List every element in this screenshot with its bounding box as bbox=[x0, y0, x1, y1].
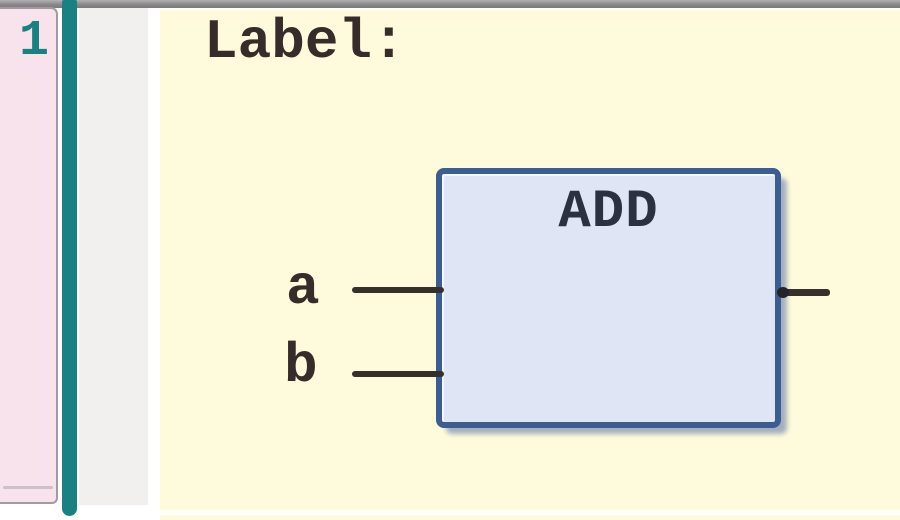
gutter-bevel-line bbox=[3, 486, 53, 489]
margin-column bbox=[79, 8, 148, 505]
gutter-divider-bar bbox=[62, 0, 77, 516]
output-pin-wire[interactable] bbox=[777, 287, 830, 298]
network-label[interactable]: Label: bbox=[204, 10, 406, 74]
top-window-border bbox=[0, 0, 900, 8]
add-function-block[interactable]: ADD bbox=[436, 168, 781, 428]
line-number-gutter: 1 bbox=[0, 7, 58, 504]
input-pin-wire-a[interactable] bbox=[352, 287, 444, 293]
input-operand-b[interactable]: b bbox=[284, 334, 318, 398]
bottom-separator bbox=[160, 510, 900, 515]
input-operand-a[interactable]: a bbox=[286, 256, 320, 320]
line-number[interactable]: 1 bbox=[18, 13, 49, 70]
fbd-network-canvas[interactable]: Label: ADD a b bbox=[160, 10, 900, 520]
input-pin-wire-b[interactable] bbox=[352, 371, 444, 377]
function-block-name: ADD bbox=[558, 182, 659, 243]
